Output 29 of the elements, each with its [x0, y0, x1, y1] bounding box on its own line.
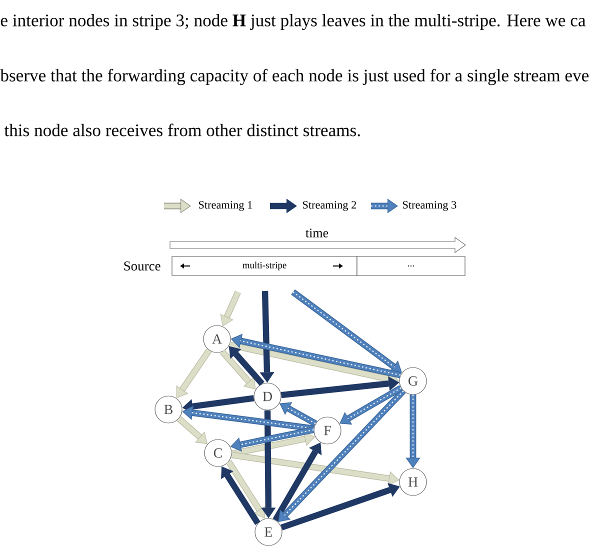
arrow [226, 460, 266, 519]
arrow [220, 290, 241, 326]
legend-label: Streaming 1 [198, 201, 252, 211]
body-text: e interior nodes in stripe 3; node H just plays leaves in the multi-stripe. Here we ca [0, 14, 586, 30]
circle-node: G [399, 367, 427, 395]
body-text: this node also receives from other distinct streams. [4, 124, 360, 136]
circle-node: D [254, 382, 282, 410]
arrow [221, 466, 260, 525]
arrow [182, 406, 314, 432]
legend-label: Streaming 3 [402, 201, 456, 211]
axis-label: time [306, 228, 328, 238]
circle-node: C [204, 439, 232, 467]
arrow [228, 346, 264, 386]
arrow [280, 483, 400, 530]
circle-node: B [154, 396, 182, 424]
circle-node: A [203, 325, 231, 353]
stripe-box: multi-stripe [172, 256, 358, 276]
row-label: Source [124, 261, 160, 271]
circle-node: E [254, 518, 282, 546]
arrow [291, 289, 402, 373]
stripe-box: ... [356, 256, 466, 276]
body-text: bserve that the forwarding capacity of each node is just used for a single stream eve [0, 68, 589, 86]
arrow [231, 452, 400, 486]
legend-label: Streaming 2 [302, 201, 356, 211]
circle-node: H [399, 468, 427, 496]
circle-node: F [314, 416, 342, 444]
arrow [220, 350, 256, 390]
arrow [176, 348, 212, 398]
arrow [280, 376, 400, 398]
